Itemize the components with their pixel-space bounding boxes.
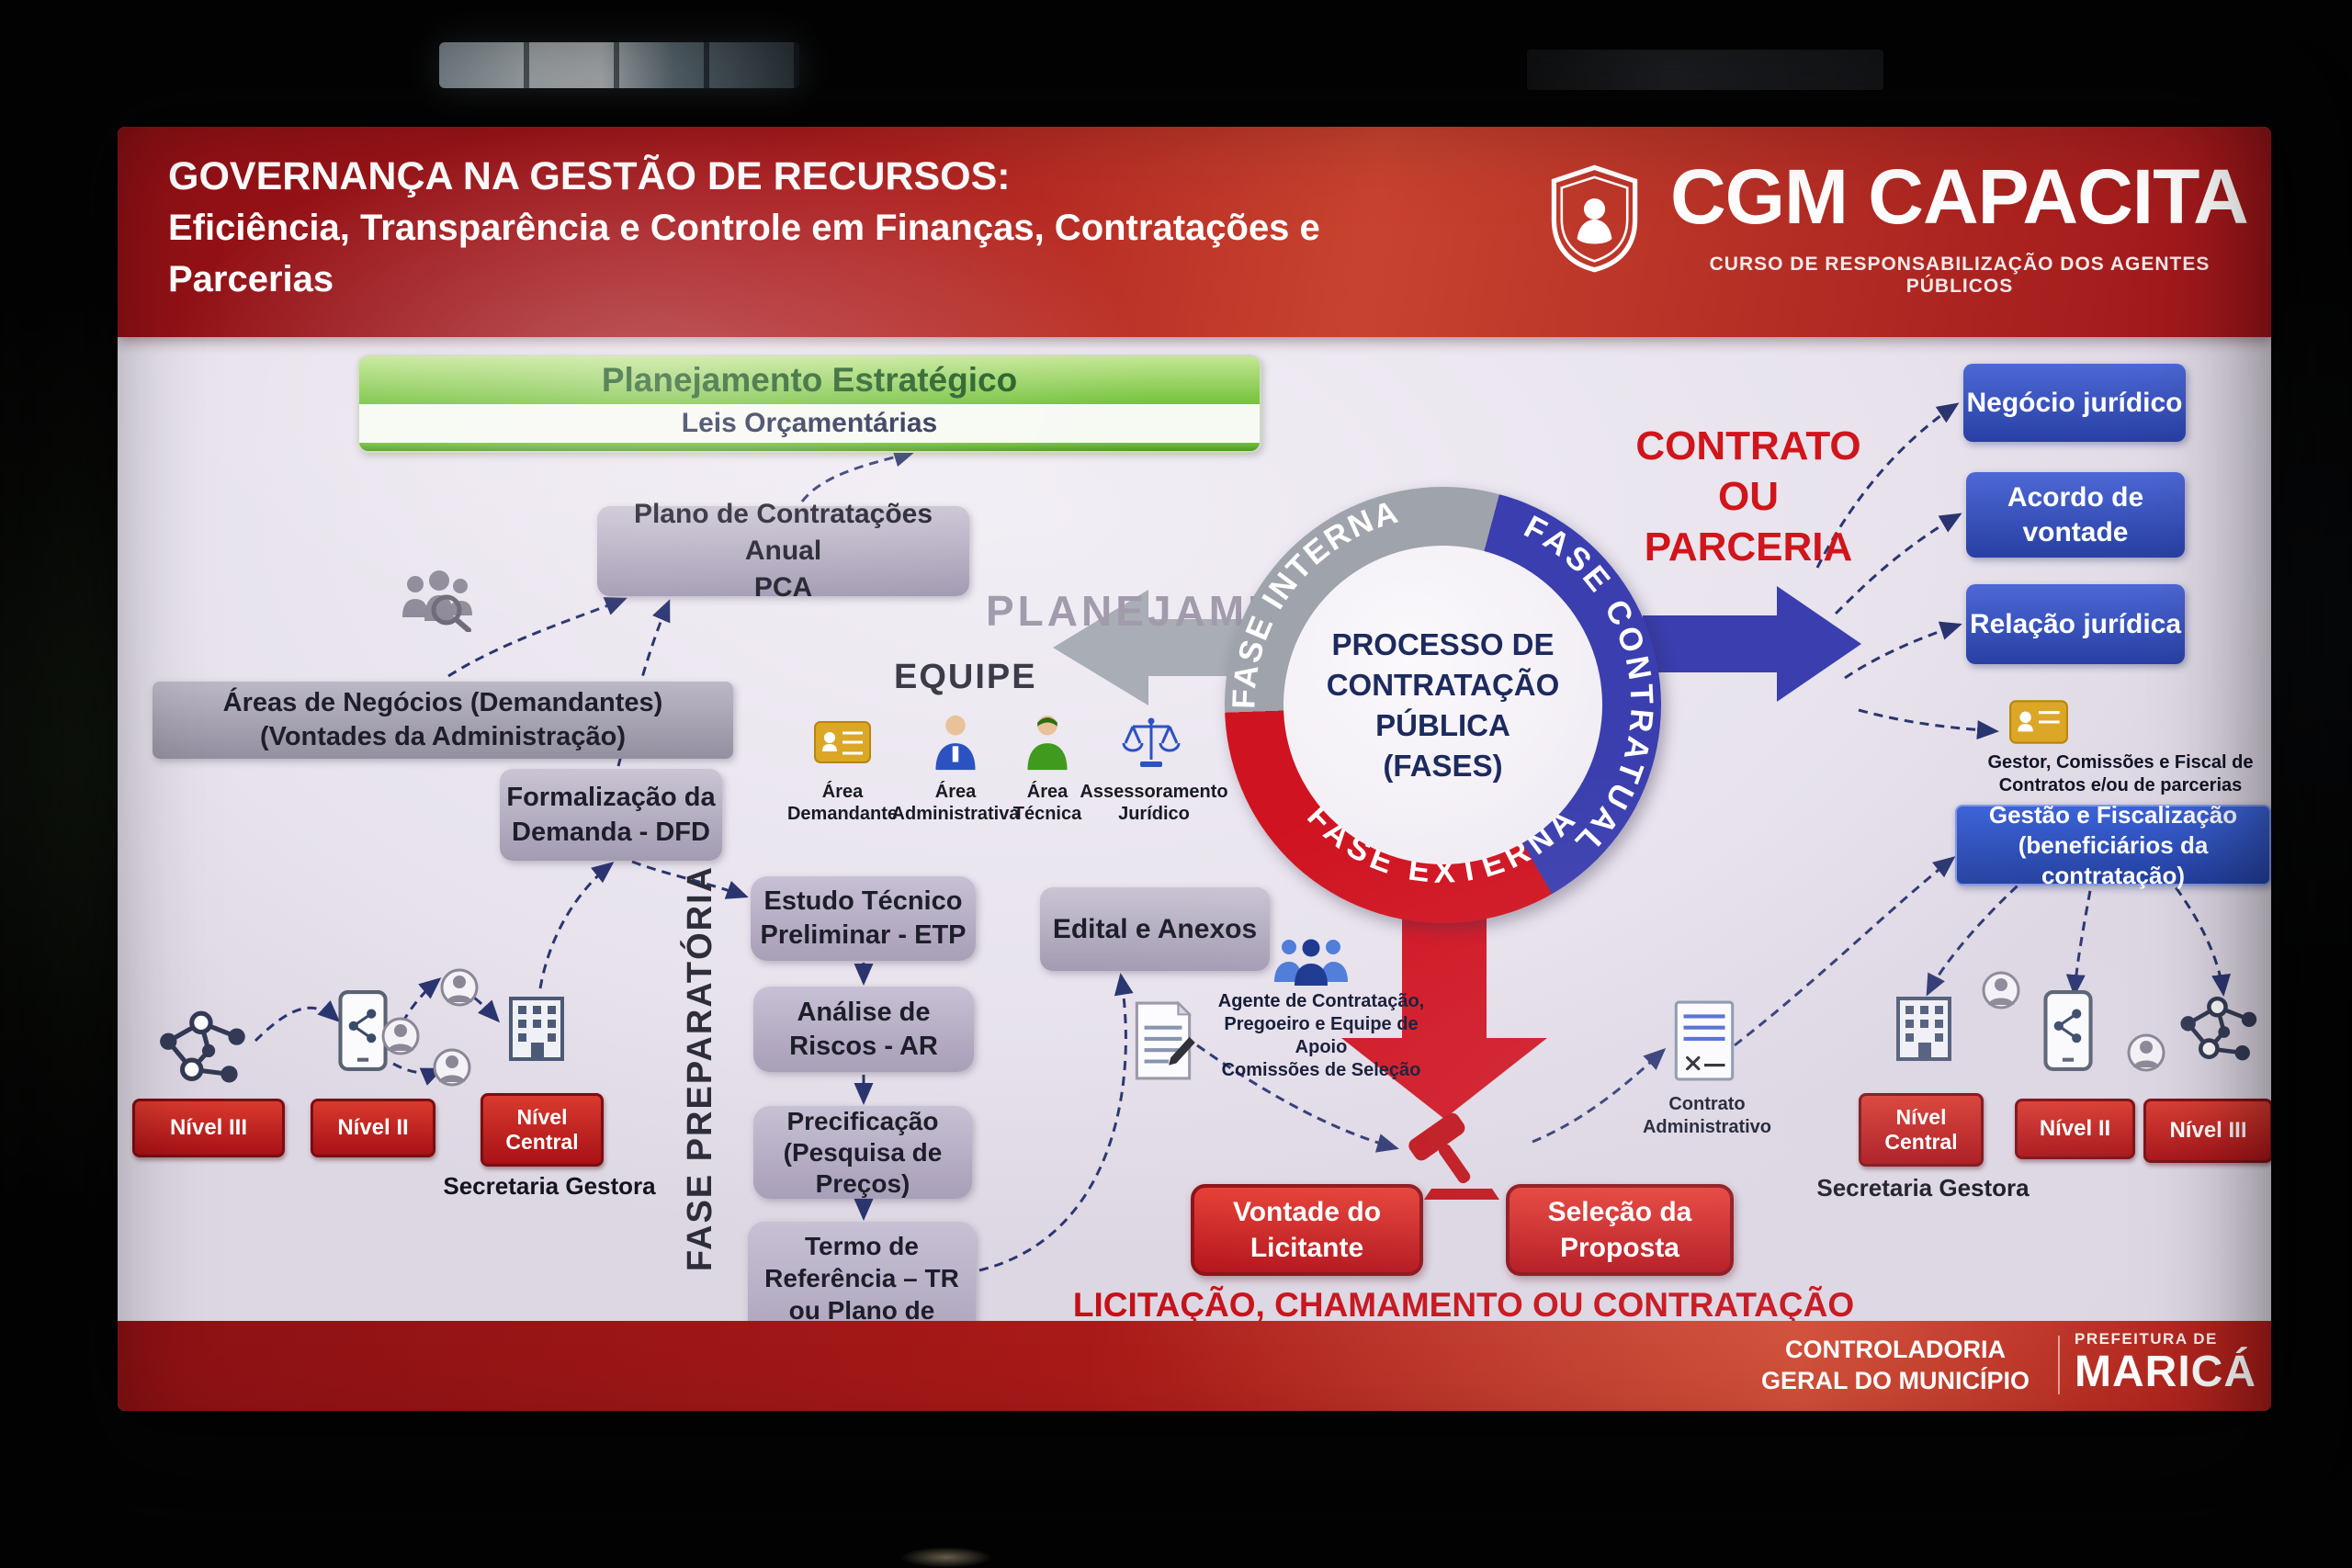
legal-box-0: Negócio jurídico bbox=[1963, 364, 2186, 442]
vontade-box: Vontade do Licitante bbox=[1191, 1184, 1423, 1276]
right-level-0: Nível Central bbox=[1859, 1093, 1984, 1167]
building-icon bbox=[509, 997, 564, 1061]
legal-box-1: Acordo de vontade bbox=[1966, 472, 2185, 558]
contract-document-icon bbox=[1674, 1000, 1735, 1081]
left-level-0: Nível III bbox=[132, 1099, 285, 1157]
gavel-icon bbox=[1408, 1112, 1499, 1200]
person-circle-icon bbox=[2127, 1033, 2165, 1072]
prep-box-1: Análise de Riscos - AR bbox=[753, 987, 974, 1072]
strategic-banner: Planejamento Estratégico Leis Orçamentár… bbox=[357, 355, 1261, 453]
scales-icon bbox=[1122, 717, 1181, 767]
process-hub: FASE INTERNA FASE CONTRATUAL FASE EXTERN… bbox=[1225, 487, 1661, 923]
equipe-member-3-label: Assessoramento Jurídico bbox=[1080, 782, 1228, 824]
edital-box: Edital e Anexos bbox=[1040, 887, 1270, 971]
banner-subtitle: Leis Orçamentárias bbox=[359, 404, 1260, 443]
legal-box-2: Relação jurídica bbox=[1966, 584, 2185, 664]
slide-title-sub: Eficiência, Transparência e Controle em … bbox=[168, 208, 1320, 299]
gestor-caption: Gestor, Comissões e Fiscal de Contratos … bbox=[1987, 752, 2254, 795]
connector-lines bbox=[254, 402, 2231, 1272]
prep-box-0: Estudo Técnico Preliminar - ETP bbox=[751, 876, 976, 961]
ceiling-light-right bbox=[1527, 50, 1883, 90]
person-circle-icon bbox=[1982, 971, 2020, 1010]
shield-person-icon bbox=[1551, 164, 1638, 273]
footer-org: CONTROLADORIA GERAL DO MUNICÍPIO bbox=[1760, 1336, 2030, 1394]
areas-box: Áreas de Negócios (Demandantes) (Vontade… bbox=[153, 682, 733, 759]
brand-name: CGM CAPACITA bbox=[1670, 153, 2249, 240]
fase-preparatoria-label: FASE PREPARATÓRIA bbox=[680, 864, 719, 1272]
equipe-member-2-label: Área Técnica bbox=[1012, 782, 1082, 824]
team-blue-icon bbox=[1274, 939, 1348, 986]
person-circle-icon bbox=[440, 968, 479, 1007]
slide-title-main: GOVERNANÇA NA GESTÃO DE RECURSOS: bbox=[168, 154, 1011, 198]
left-cluster-caption: Secretaria Gestora bbox=[443, 1172, 656, 1200]
network-nodes-icon bbox=[2180, 996, 2257, 1061]
equipe-member-0-label: Área Demandante bbox=[786, 782, 899, 824]
selecao-box: Seleção da Proposta bbox=[1506, 1184, 1734, 1276]
footer-city-label: PREFEITURA DE bbox=[2075, 1330, 2218, 1348]
left-level-1: Nível II bbox=[311, 1099, 435, 1157]
slide-footer: CONTROLADORIA GERAL DO MUNICÍPIO PREFEIT… bbox=[118, 1321, 2271, 1411]
person-circle-icon bbox=[381, 1017, 420, 1055]
ceiling-light-left bbox=[439, 42, 799, 88]
agente-caption: Agente de Contratação, Pregoeiro e Equip… bbox=[1217, 991, 1425, 1080]
person-circle-icon bbox=[433, 1048, 471, 1087]
slide-header: GOVERNANÇA NA GESTÃO DE RECURSOS: Eficiê… bbox=[118, 127, 2271, 337]
prep-box-2: Precificação (Pesquisa de Preços) bbox=[753, 1106, 972, 1199]
hub-center: PROCESSO DE CONTRATAÇÃO PÚBLICA (FASES) bbox=[1283, 546, 1602, 864]
right-cluster-caption: Secretaria Gestora bbox=[1816, 1174, 2030, 1201]
person-suit-blue-icon bbox=[935, 715, 976, 771]
banner-title: Planejamento Estratégico bbox=[359, 356, 1260, 404]
footer-divider bbox=[2058, 1336, 2060, 1394]
down-flow-arrow bbox=[1341, 913, 1547, 1119]
footer-city: PREFEITURA DE MARICÁ bbox=[2075, 1330, 2267, 1396]
smartphone-share-icon bbox=[2043, 990, 2093, 1071]
document-pencil-icon bbox=[1135, 1000, 1195, 1080]
right-level-1: Nível II bbox=[2015, 1099, 2135, 1159]
people-search-icon bbox=[402, 570, 472, 632]
pca-box: Plano de Contratações Anual PCA bbox=[597, 499, 969, 603]
left-level-2: Nível Central bbox=[481, 1093, 604, 1167]
contrato-adm-caption: Contrato Administrativo bbox=[1642, 1094, 1772, 1137]
person-suit-green-icon bbox=[1027, 715, 1068, 771]
right-level-2: Nível III bbox=[2143, 1099, 2271, 1163]
flow-arrows bbox=[1053, 586, 1861, 1119]
right-flow-arrow bbox=[1643, 586, 1861, 702]
brand-subtitle: CURSO DE RESPONSABILIZAÇÃO DOS AGENTES P… bbox=[1709, 254, 2211, 297]
banner-green-strip bbox=[359, 443, 1260, 451]
equipe-label: EQUIPE bbox=[894, 658, 1037, 696]
contrato-ou-parceria-label: CONTRATO OU PARCERIA bbox=[1635, 423, 1861, 570]
smartphone-share-icon bbox=[338, 990, 388, 1071]
equipe-member-1-label: Área Administrativa bbox=[891, 782, 1020, 824]
gestao-box: Gestão e Fiscalização (beneficiários da … bbox=[1955, 801, 2271, 889]
floor-glow bbox=[900, 1547, 992, 1568]
building-icon bbox=[1896, 997, 1951, 1061]
id-card-icon bbox=[814, 721, 871, 763]
network-nodes-icon bbox=[160, 1010, 245, 1083]
presentation-slide: GOVERNANÇA NA GESTÃO DE RECURSOS: Eficiê… bbox=[118, 127, 2271, 1411]
left-flow-arrow bbox=[1053, 590, 1303, 705]
formalizacao-box: Formalização da Demanda - DFD bbox=[500, 769, 722, 861]
gestor-id-card-icon bbox=[2009, 700, 2068, 744]
footer-city-name: MARICÁ bbox=[2075, 1348, 2256, 1396]
